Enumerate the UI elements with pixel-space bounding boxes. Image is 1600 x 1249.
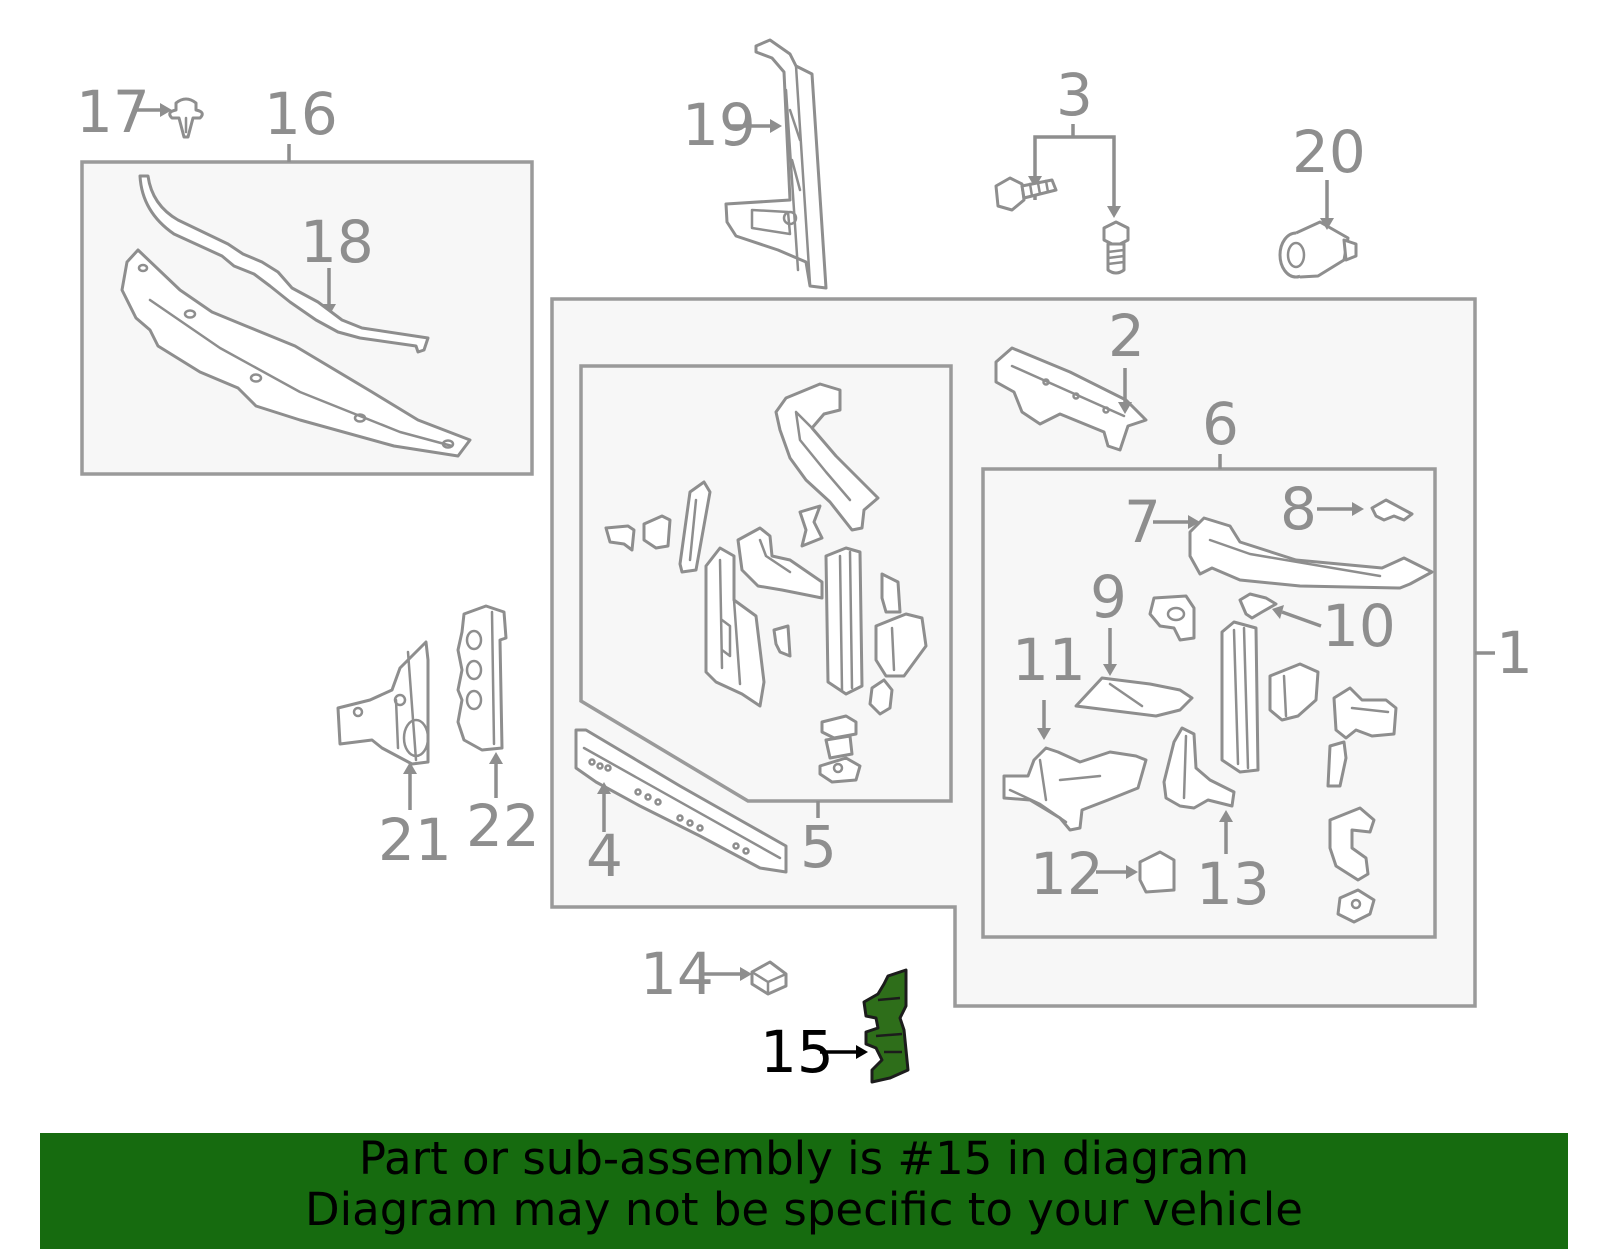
part-3-bolt-b[interactable] — [1102, 220, 1130, 275]
label-6: 6 — [1202, 390, 1239, 458]
part-3-bolt-a[interactable] — [994, 176, 1058, 212]
label-19: 19 — [682, 91, 756, 159]
part-6-components[interactable] — [1268, 662, 1398, 924]
label-3: 3 — [1056, 61, 1093, 129]
part-2-support[interactable] — [994, 346, 1148, 452]
part-7-member[interactable] — [1188, 516, 1434, 590]
info-banner: Part or sub-assembly is #15 in diagram D… — [40, 1133, 1568, 1249]
label-21: 21 — [378, 806, 452, 874]
label-1: 1 — [1496, 619, 1533, 687]
label-8: 8 — [1280, 475, 1317, 543]
label-15: 15 — [760, 1018, 834, 1086]
label-16: 16 — [264, 80, 338, 148]
banner-line-1: Part or sub-assembly is #15 in diagram — [358, 1132, 1250, 1185]
label-22: 22 — [466, 792, 540, 860]
part-5-components[interactable] — [604, 382, 928, 784]
part-21-bracket[interactable] — [336, 640, 430, 766]
label-9: 9 — [1090, 563, 1127, 631]
part-19-bracket[interactable] — [724, 38, 828, 290]
part-12-block[interactable] — [1138, 850, 1176, 894]
label-2: 2 — [1108, 302, 1145, 370]
part-18-seal[interactable] — [138, 174, 430, 354]
part-9-bracket[interactable] — [1074, 594, 1196, 718]
label-4: 4 — [586, 822, 623, 890]
part-22-bracket[interactable] — [456, 604, 508, 752]
label-10: 10 — [1322, 592, 1396, 660]
label-13: 13 — [1196, 850, 1270, 918]
part-10-bracket[interactable] — [1238, 592, 1278, 620]
part-15-highlighted[interactable] — [862, 968, 910, 1084]
part-4-bar[interactable] — [574, 728, 788, 874]
part-11-panel[interactable] — [1002, 746, 1148, 832]
label-5: 5 — [800, 813, 837, 881]
part-10-post[interactable] — [1220, 620, 1260, 774]
label-11: 11 — [1012, 626, 1086, 694]
part-13-brace[interactable] — [1162, 726, 1236, 810]
part-17-clip[interactable] — [168, 97, 204, 139]
part-20-sensor[interactable] — [1278, 220, 1358, 279]
label-12: 12 — [1030, 840, 1104, 908]
part-14-clip[interactable] — [750, 960, 788, 996]
label-7: 7 — [1124, 488, 1161, 556]
part-8-bracket[interactable] — [1370, 498, 1414, 522]
part-16-cover[interactable] — [120, 248, 472, 458]
label-20: 20 — [1292, 118, 1366, 186]
label-14: 14 — [640, 940, 714, 1008]
banner-line-2: Diagram may not be specific to your vehi… — [305, 1183, 1303, 1236]
label-18: 18 — [300, 208, 374, 276]
label-17: 17 — [76, 78, 150, 146]
